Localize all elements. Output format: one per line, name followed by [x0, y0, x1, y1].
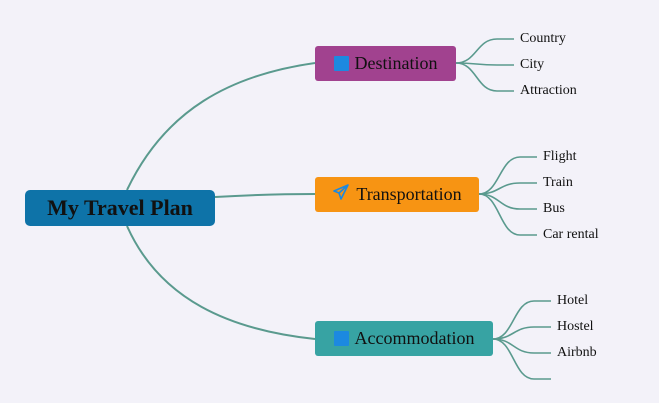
connector-root-transportation: [214, 193, 316, 198]
leaf-connector-2-0: [492, 300, 551, 340]
branch-node-destination[interactable]: Destination: [315, 46, 456, 81]
paper-plane-icon: [332, 183, 350, 206]
leaf-connector-1-1: [478, 182, 537, 195]
branch-label: Accommodation: [354, 328, 475, 348]
branch-node-transportation[interactable]: Transportation: [315, 177, 479, 212]
leaf-connector-1-0: [478, 156, 537, 195]
leaf-flight[interactable]: Flight: [543, 149, 577, 164]
blue-square-icon: [333, 331, 349, 346]
leaf-connector-0-2: [455, 62, 514, 92]
leaf-city[interactable]: City: [520, 57, 545, 72]
root-label: My Travel Plan: [47, 195, 193, 220]
connector-root-accommodation: [126, 225, 316, 340]
leaf-connector-2-1: [492, 326, 551, 340]
blue-square-icon: [333, 56, 349, 71]
leaf-hotel[interactable]: Hotel: [557, 293, 589, 308]
leaf-train[interactable]: Train: [543, 175, 573, 190]
leaf-country[interactable]: Country: [520, 31, 566, 46]
branch-node-accommodation[interactable]: Accommodation: [315, 321, 493, 356]
leaf-connectors: [455, 38, 551, 380]
leaf-hostel[interactable]: Hostel: [557, 319, 594, 334]
leaf-airbnb[interactable]: Airbnb: [557, 345, 597, 360]
leaf-connector-0-0: [455, 38, 514, 64]
branch-label: Destination: [354, 53, 438, 73]
leaf-attraction[interactable]: Attraction: [520, 83, 577, 98]
leaf-connector-2-3: [492, 338, 551, 380]
leaf-connector-1-3: [478, 193, 537, 236]
leaf-car-rental[interactable]: Car rental: [543, 227, 599, 242]
leaf-bus[interactable]: Bus: [543, 201, 565, 216]
root-node[interactable]: My Travel Plan: [25, 190, 215, 226]
branch-label: Transportation: [356, 184, 462, 204]
connector-root-destination: [126, 62, 316, 191]
